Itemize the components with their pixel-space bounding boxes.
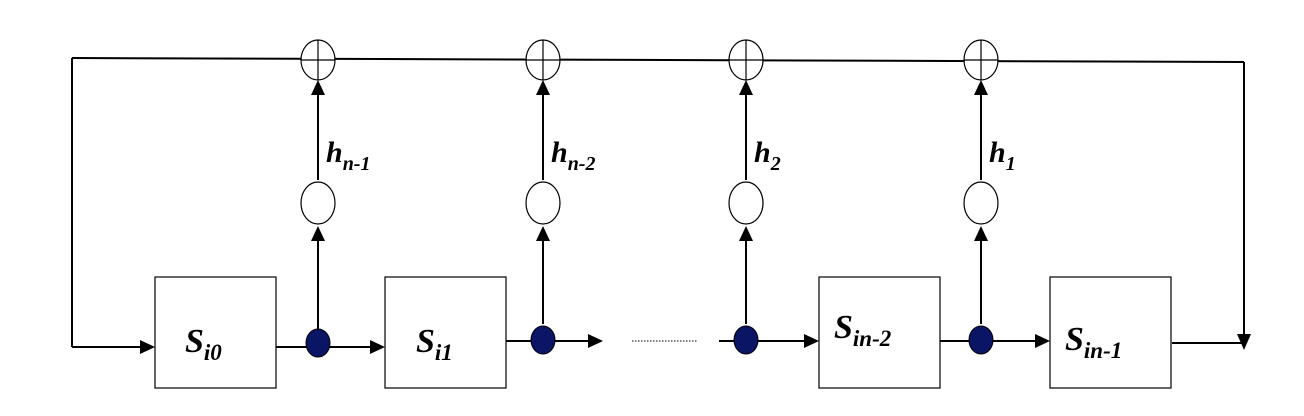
xor-2-icon (728, 39, 764, 81)
tap-0-dot-icon (305, 328, 331, 358)
register-3-label: Sin-1 (1065, 321, 1122, 363)
multiplier-1-icon (525, 181, 561, 225)
input-arrowhead (140, 340, 155, 354)
xor-3-icon (963, 39, 999, 81)
register-1-box (384, 276, 507, 389)
tap-2-dot-icon (733, 325, 759, 355)
tap-3-dot-icon (968, 325, 994, 355)
register-3-box (1049, 276, 1172, 389)
link-2-3-arrowhead (1035, 334, 1050, 348)
tap-1-arrowhead-lower (536, 226, 550, 241)
xor-0-icon (300, 39, 336, 81)
register-0-box (154, 276, 277, 389)
tap-0-arrowhead-upper (311, 80, 325, 95)
tap-3-arrowhead-lower (974, 226, 988, 241)
tap-2-arrowhead-lower (739, 226, 753, 241)
tap-2-arrowhead-upper (739, 80, 753, 95)
xor-1-icon (525, 39, 561, 81)
feedback-bus-top (71, 57, 1245, 63)
tap-0-arrowhead-lower (311, 226, 325, 241)
multiplier-2-icon (728, 181, 764, 225)
link-1-out-arrowhead (588, 334, 603, 348)
link-in-2-arrowhead (804, 334, 819, 348)
multiplier-0-icon (300, 181, 336, 225)
register-1-label: Si1 (416, 323, 453, 365)
register-2-label: Sin-2 (834, 309, 891, 351)
tap-3-arrowhead-upper (974, 80, 988, 95)
coefficient-0-label: hn-1 (326, 136, 370, 175)
register-2-box (818, 276, 941, 389)
tap-1-arrowhead-upper (536, 80, 550, 95)
coefficient-3-label: h1 (989, 136, 1016, 175)
coefficient-1-label: hn-2 (551, 136, 595, 175)
register-0-label: Si0 (185, 323, 222, 365)
coefficient-2-label: h2 (754, 136, 781, 175)
link-0-1-arrowhead (370, 340, 385, 354)
tap-1-dot-icon (530, 325, 556, 355)
multiplier-3-icon (963, 181, 999, 225)
